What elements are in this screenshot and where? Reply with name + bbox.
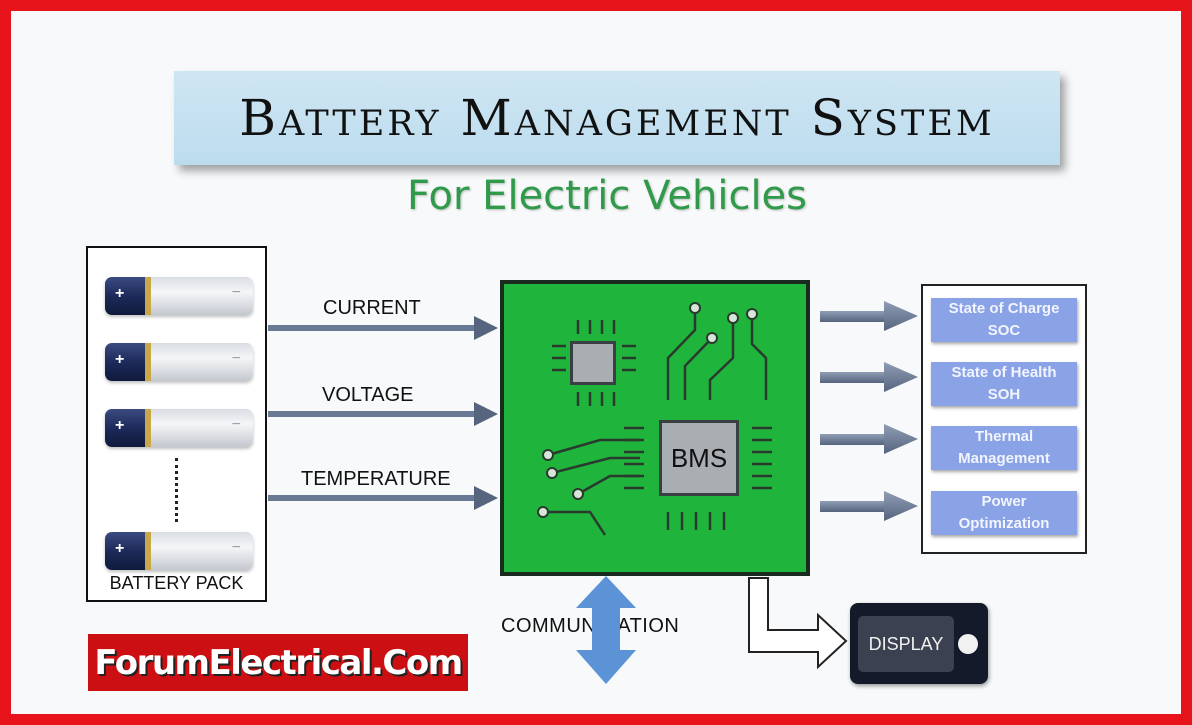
- signal-label-temperature: TEMPERATURE: [301, 468, 451, 490]
- minus-sign: −: [231, 284, 241, 301]
- communication-arrow: [576, 576, 636, 684]
- battery-cap: [105, 343, 151, 381]
- input-arrow-temperature: [268, 486, 498, 510]
- circuit-traces: [543, 308, 772, 536]
- output-line-2: SOH: [987, 386, 1021, 403]
- display-arrow: [748, 577, 848, 670]
- minus-sign: −: [231, 416, 241, 433]
- output-arrow-soc: [820, 301, 918, 331]
- signal-label-current: CURRENT: [323, 297, 421, 319]
- output-arrow-soh: [820, 362, 918, 392]
- output-state-of-charge: State of Charge SOC: [931, 298, 1077, 342]
- plus-sign: +: [115, 417, 125, 434]
- output-line-2: Optimization: [958, 515, 1050, 532]
- microchip-icon: [570, 341, 616, 385]
- output-line-2: SOC: [987, 322, 1021, 339]
- battery-pack-label: BATTERY PACK: [109, 573, 244, 593]
- brand-logo: ForumElectrical.Com: [88, 634, 468, 691]
- output-line-1: State of Health: [951, 364, 1057, 381]
- display-label: DISPLAY: [868, 633, 944, 654]
- plus-sign: +: [115, 285, 125, 302]
- page-title: Battery Management System: [239, 89, 995, 147]
- battery-cap: [105, 277, 151, 315]
- display-unit: DISPLAY: [850, 603, 988, 684]
- bms-chip: BMS: [659, 420, 739, 496]
- battery-cap: [105, 409, 151, 447]
- output-arrow-thermal: [820, 424, 918, 454]
- battery-cell-3: + −: [105, 409, 253, 447]
- output-line-1: State of Charge: [948, 300, 1060, 317]
- signal-label-voltage: VOLTAGE: [322, 384, 414, 406]
- output-arrow-power: [820, 491, 918, 521]
- title-banner: Battery Management System: [174, 71, 1060, 165]
- page-subtitle: For Electric Vehicles: [406, 173, 808, 219]
- minus-sign: −: [231, 539, 241, 556]
- arrows-and-traces: [268, 301, 918, 684]
- brand-text: ForumElectrical.Com: [94, 642, 463, 683]
- battery-cap: [105, 532, 151, 570]
- input-arrow-voltage: [268, 402, 498, 426]
- plus-sign: +: [115, 351, 125, 368]
- bms-label: BMS: [670, 442, 728, 473]
- plus-sign: +: [115, 540, 125, 557]
- output-line-1: Power: [981, 493, 1027, 510]
- via-dots: [537, 302, 758, 518]
- battery-cell-1: + −: [105, 277, 253, 315]
- battery-cell-2: + −: [105, 343, 253, 381]
- minus-sign: −: [231, 350, 241, 367]
- output-power-optimization: Power Optimization: [931, 491, 1077, 535]
- output-line-2: Management: [958, 450, 1050, 467]
- display-screen: DISPLAY: [858, 616, 954, 672]
- led-indicator-icon: [958, 634, 978, 654]
- battery-cell-4: + −: [105, 532, 253, 570]
- communication-label: COMMUNICATION: [501, 615, 680, 637]
- input-arrow-current: [268, 316, 498, 340]
- battery-pack: + − + − + − + − BATTERY PACK: [86, 246, 267, 602]
- output-line-1: Thermal: [974, 428, 1034, 445]
- output-state-of-health: State of Health SOH: [931, 362, 1077, 406]
- ellipsis-dots: [175, 458, 178, 522]
- output-thermal-management: Thermal Management: [931, 426, 1077, 470]
- outputs-panel: State of Charge SOC State of Health SOH …: [921, 284, 1087, 554]
